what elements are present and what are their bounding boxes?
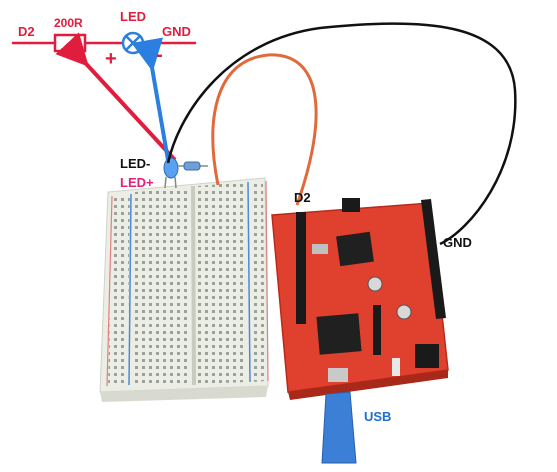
usb-chip xyxy=(316,313,362,355)
center-channel xyxy=(191,185,196,386)
arduino-board xyxy=(271,198,449,400)
schematic-d2-label: D2 xyxy=(18,24,35,39)
orange-wire xyxy=(211,53,318,206)
breadboard-edge xyxy=(100,386,268,402)
switch xyxy=(392,358,400,376)
resistor-value-label: 200R xyxy=(54,16,83,30)
led-leg-a xyxy=(164,176,167,189)
breadboard xyxy=(99,177,269,402)
capacitor-1 xyxy=(367,276,383,292)
resistor-arrow xyxy=(55,32,177,162)
usb-port xyxy=(328,368,348,382)
header-mid xyxy=(373,305,381,355)
header-left xyxy=(296,212,306,324)
polarity-plus: + xyxy=(105,48,117,70)
led-minus-label: LED- xyxy=(120,156,151,171)
power-jack xyxy=(415,344,439,368)
resistor-body xyxy=(183,161,201,171)
rail-left xyxy=(108,194,130,386)
terminal-left xyxy=(133,188,190,385)
usb-cable xyxy=(321,391,357,464)
header-right xyxy=(421,199,446,319)
rail-left-blue xyxy=(128,193,132,386)
led-plus-label: LED+ xyxy=(120,175,154,190)
icsp-header xyxy=(342,198,360,212)
rail-left-red xyxy=(106,195,113,387)
polarity-minus: - xyxy=(156,44,163,66)
mcu-chip xyxy=(336,231,374,267)
d2-pin-label: D2 xyxy=(294,190,311,205)
led-label: LED xyxy=(120,9,146,24)
gnd-pin-label: GND xyxy=(443,235,472,250)
board-edge xyxy=(288,370,448,400)
usb-label: USB xyxy=(364,409,392,424)
terminal-right xyxy=(198,182,247,384)
led-leg-b xyxy=(174,176,177,189)
rail-right-red xyxy=(265,180,269,382)
resistor-symbol xyxy=(53,33,87,53)
rail-right xyxy=(250,181,265,382)
black-wire xyxy=(166,22,517,246)
led-arrow xyxy=(131,37,170,161)
led-component xyxy=(163,157,179,189)
rail-right-blue xyxy=(247,181,251,383)
capacitor-2 xyxy=(396,304,412,320)
resistor-component xyxy=(178,161,208,171)
led-body xyxy=(163,157,179,179)
schematic-gnd-label: GND xyxy=(162,24,191,39)
crystal xyxy=(312,244,328,254)
